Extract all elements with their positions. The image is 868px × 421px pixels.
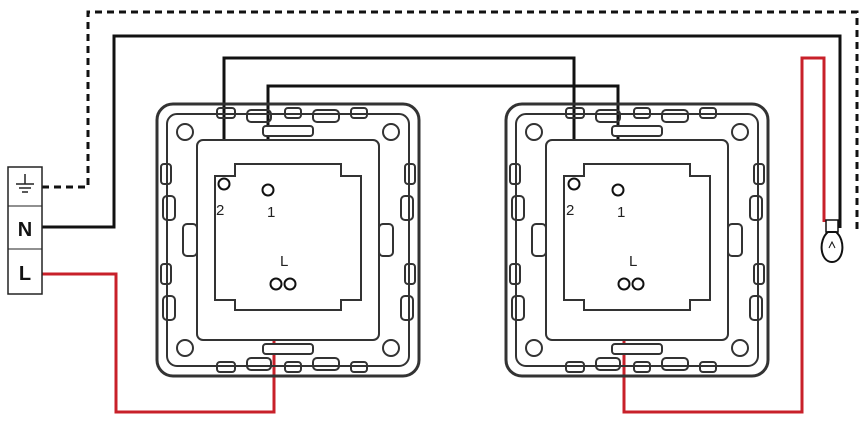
terminal-label-l: L <box>280 253 288 270</box>
terminal-2-screw <box>217 177 231 191</box>
terminal-1-screw <box>611 183 625 197</box>
terminal-block: N L <box>7 166 43 295</box>
terminal-l-screw <box>617 277 631 291</box>
terminal-1-screw <box>261 183 275 197</box>
light-bulb-icon <box>820 219 844 264</box>
switched-live-wire <box>622 56 826 414</box>
switch-right: 2 1 L <box>504 102 770 378</box>
live-wire-supply <box>42 272 276 414</box>
terminal-label-1: 1 <box>267 204 275 221</box>
terminal-label-2: 2 <box>216 202 224 219</box>
earth-wire <box>42 10 859 232</box>
terminal-label-2: 2 <box>566 202 574 219</box>
terminal-l-screw <box>269 277 283 291</box>
terminal-l-screw-secondary <box>631 277 645 291</box>
traveler-wire-2 <box>222 56 576 184</box>
terminal-l-screw-secondary <box>283 277 297 291</box>
wires <box>42 10 859 414</box>
terminal-label-l: L <box>19 263 31 285</box>
earth-ground-icon <box>16 174 34 193</box>
switch-left: 2 1 L <box>155 102 421 378</box>
neutral-wire <box>42 34 842 229</box>
terminal-label-l: L <box>629 253 637 270</box>
terminal-label-n: N <box>18 219 32 241</box>
terminal-2-screw <box>567 177 581 191</box>
terminal-label-1: 1 <box>617 204 625 221</box>
